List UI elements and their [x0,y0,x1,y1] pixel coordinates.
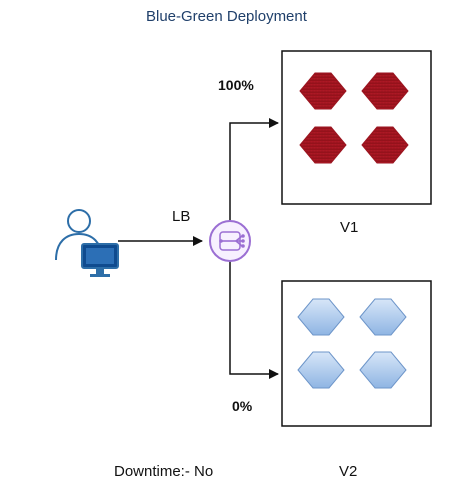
user-computer-icon [55,209,119,277]
lb-to-v1-connector [229,118,279,225]
v1-environment-box [281,50,432,205]
v2-instance-node [297,298,345,336]
v1-traffic-label: 100% [218,77,254,93]
v2-traffic-label: 0% [232,398,253,414]
downtime-label: Downtime:- No [114,463,214,480]
v2-environment-box [281,280,432,427]
load-balancer-icon [209,220,251,262]
v1-instance-node [361,126,409,164]
diagram-title: Blue-Green Deployment [146,8,307,25]
v1-instance-node [299,72,347,110]
v2-instance-node [297,351,345,389]
v2-label: V2 [339,463,358,480]
lb-to-v2-connector [229,257,279,379]
load-balancer-label: LB [172,208,191,225]
v1-instance-node [361,72,409,110]
v1-instance-node [299,126,347,164]
v2-instance-node [359,351,407,389]
v2-instance-node [359,298,407,336]
v1-label: V1 [340,219,359,236]
